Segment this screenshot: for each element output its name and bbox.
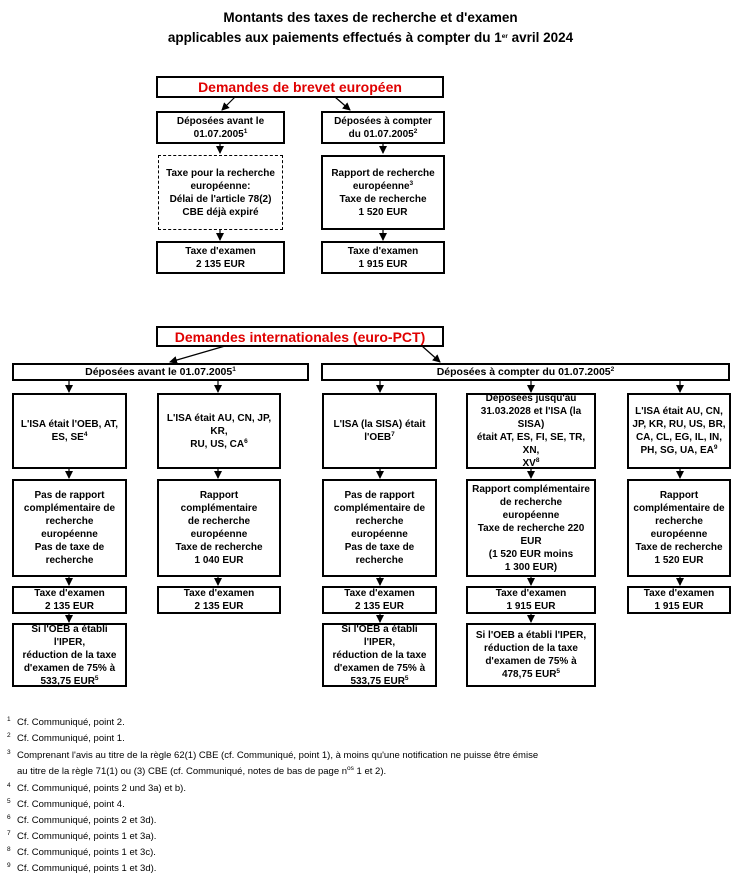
european-header: Demandes de brevet européen	[156, 76, 444, 98]
col5-search-box: Rapport complémentaire de recherche euro…	[627, 479, 731, 577]
col2-exam-box: Taxe d'examen 2 135 EUR	[157, 586, 281, 614]
col5-isa-box: L'ISA était AU, CN, JP, KR, RU, US, BR, …	[627, 393, 731, 469]
col3-iper-box: Si l'OEB a établi l'IPER, réduction de l…	[322, 623, 437, 687]
col3-search-box: Pas de rapport complémentaire de recherc…	[322, 479, 437, 577]
col5-exam-box: Taxe d'examen 1 915 EUR	[627, 586, 731, 614]
col1-isa-box: L'ISA était l'OEB, AT, ES, SE4	[12, 393, 127, 469]
ep-search-report-box: Rapport de recherche européenne3 Taxe de…	[321, 155, 445, 230]
col1-search-box: Pas de rapport complémentaire de recherc…	[12, 479, 127, 577]
ep-exam-fee-before-box: Taxe d'examen 2 135 EUR	[156, 241, 285, 274]
pct-filed-before-box: Déposées avant le 01.07.20051	[12, 363, 309, 381]
col3-exam-box: Taxe d'examen 2 135 EUR	[322, 586, 437, 614]
col2-search-box: Rapport complémentaire de recherche euro…	[157, 479, 281, 577]
international-header: Demandes internationales (euro-PCT)	[156, 326, 444, 347]
col3-isa-box: L'ISA (la SISA) était l'OEB7	[322, 393, 437, 469]
col4-search-box: Rapport complémentaire de recherche euro…	[466, 479, 596, 577]
col1-iper-box: Si l'OEB a établi l'IPER, réduction de l…	[12, 623, 127, 687]
ep-filed-before-box: Déposées avant le 01.07.20051	[156, 111, 285, 144]
col4-exam-box: Taxe d'examen 1 915 EUR	[466, 586, 596, 614]
ep-filed-after-box: Déposées à compter du 01.07.20052	[321, 111, 445, 144]
col1-exam-box: Taxe d'examen 2 135 EUR	[12, 586, 127, 614]
col4-iper-box: Si l'OEB a établi l'IPER, réduction de l…	[466, 623, 596, 687]
ep-exam-fee-after-box: Taxe d'examen 1 915 EUR	[321, 241, 445, 274]
col2-isa-box: L'ISA était AU, CN, JP, KR, RU, US, CA6	[157, 393, 281, 469]
col4-isa-box: Déposées jusqu'au 31.03.2028 et l'ISA (l…	[466, 393, 596, 469]
ep-search-fee-expired-box: Taxe pour la recherche européenne: Délai…	[158, 155, 283, 230]
pct-filed-after-box: Déposées à compter du 01.07.20052	[321, 363, 730, 381]
